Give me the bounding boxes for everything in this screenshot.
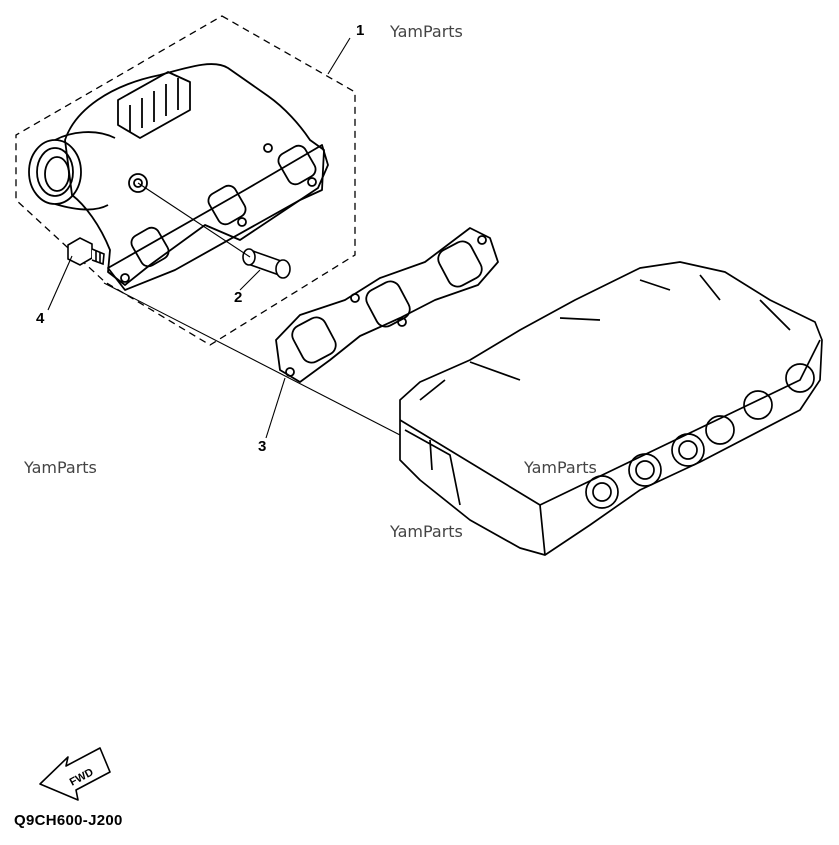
fwd-arrow-icon	[39, 747, 111, 801]
callout-1: 1	[356, 22, 365, 39]
callout-4: 4	[36, 310, 45, 327]
manifold-gasket	[275, 227, 499, 383]
watermark: YamParts	[24, 458, 97, 477]
callout-2: 2	[234, 289, 243, 306]
watermark: YamParts	[524, 458, 597, 477]
dowel-pin	[242, 248, 291, 279]
cylinder-head	[399, 261, 823, 556]
callout-3: 3	[258, 438, 267, 455]
diagram-code: Q9CH600-J200	[14, 812, 123, 829]
bolt	[67, 237, 105, 266]
assembly-boundary	[15, 15, 356, 346]
watermark: YamParts	[390, 22, 463, 41]
leader-lines	[47, 37, 401, 439]
watermark: YamParts	[390, 522, 463, 541]
exhaust-manifold	[28, 63, 329, 291]
